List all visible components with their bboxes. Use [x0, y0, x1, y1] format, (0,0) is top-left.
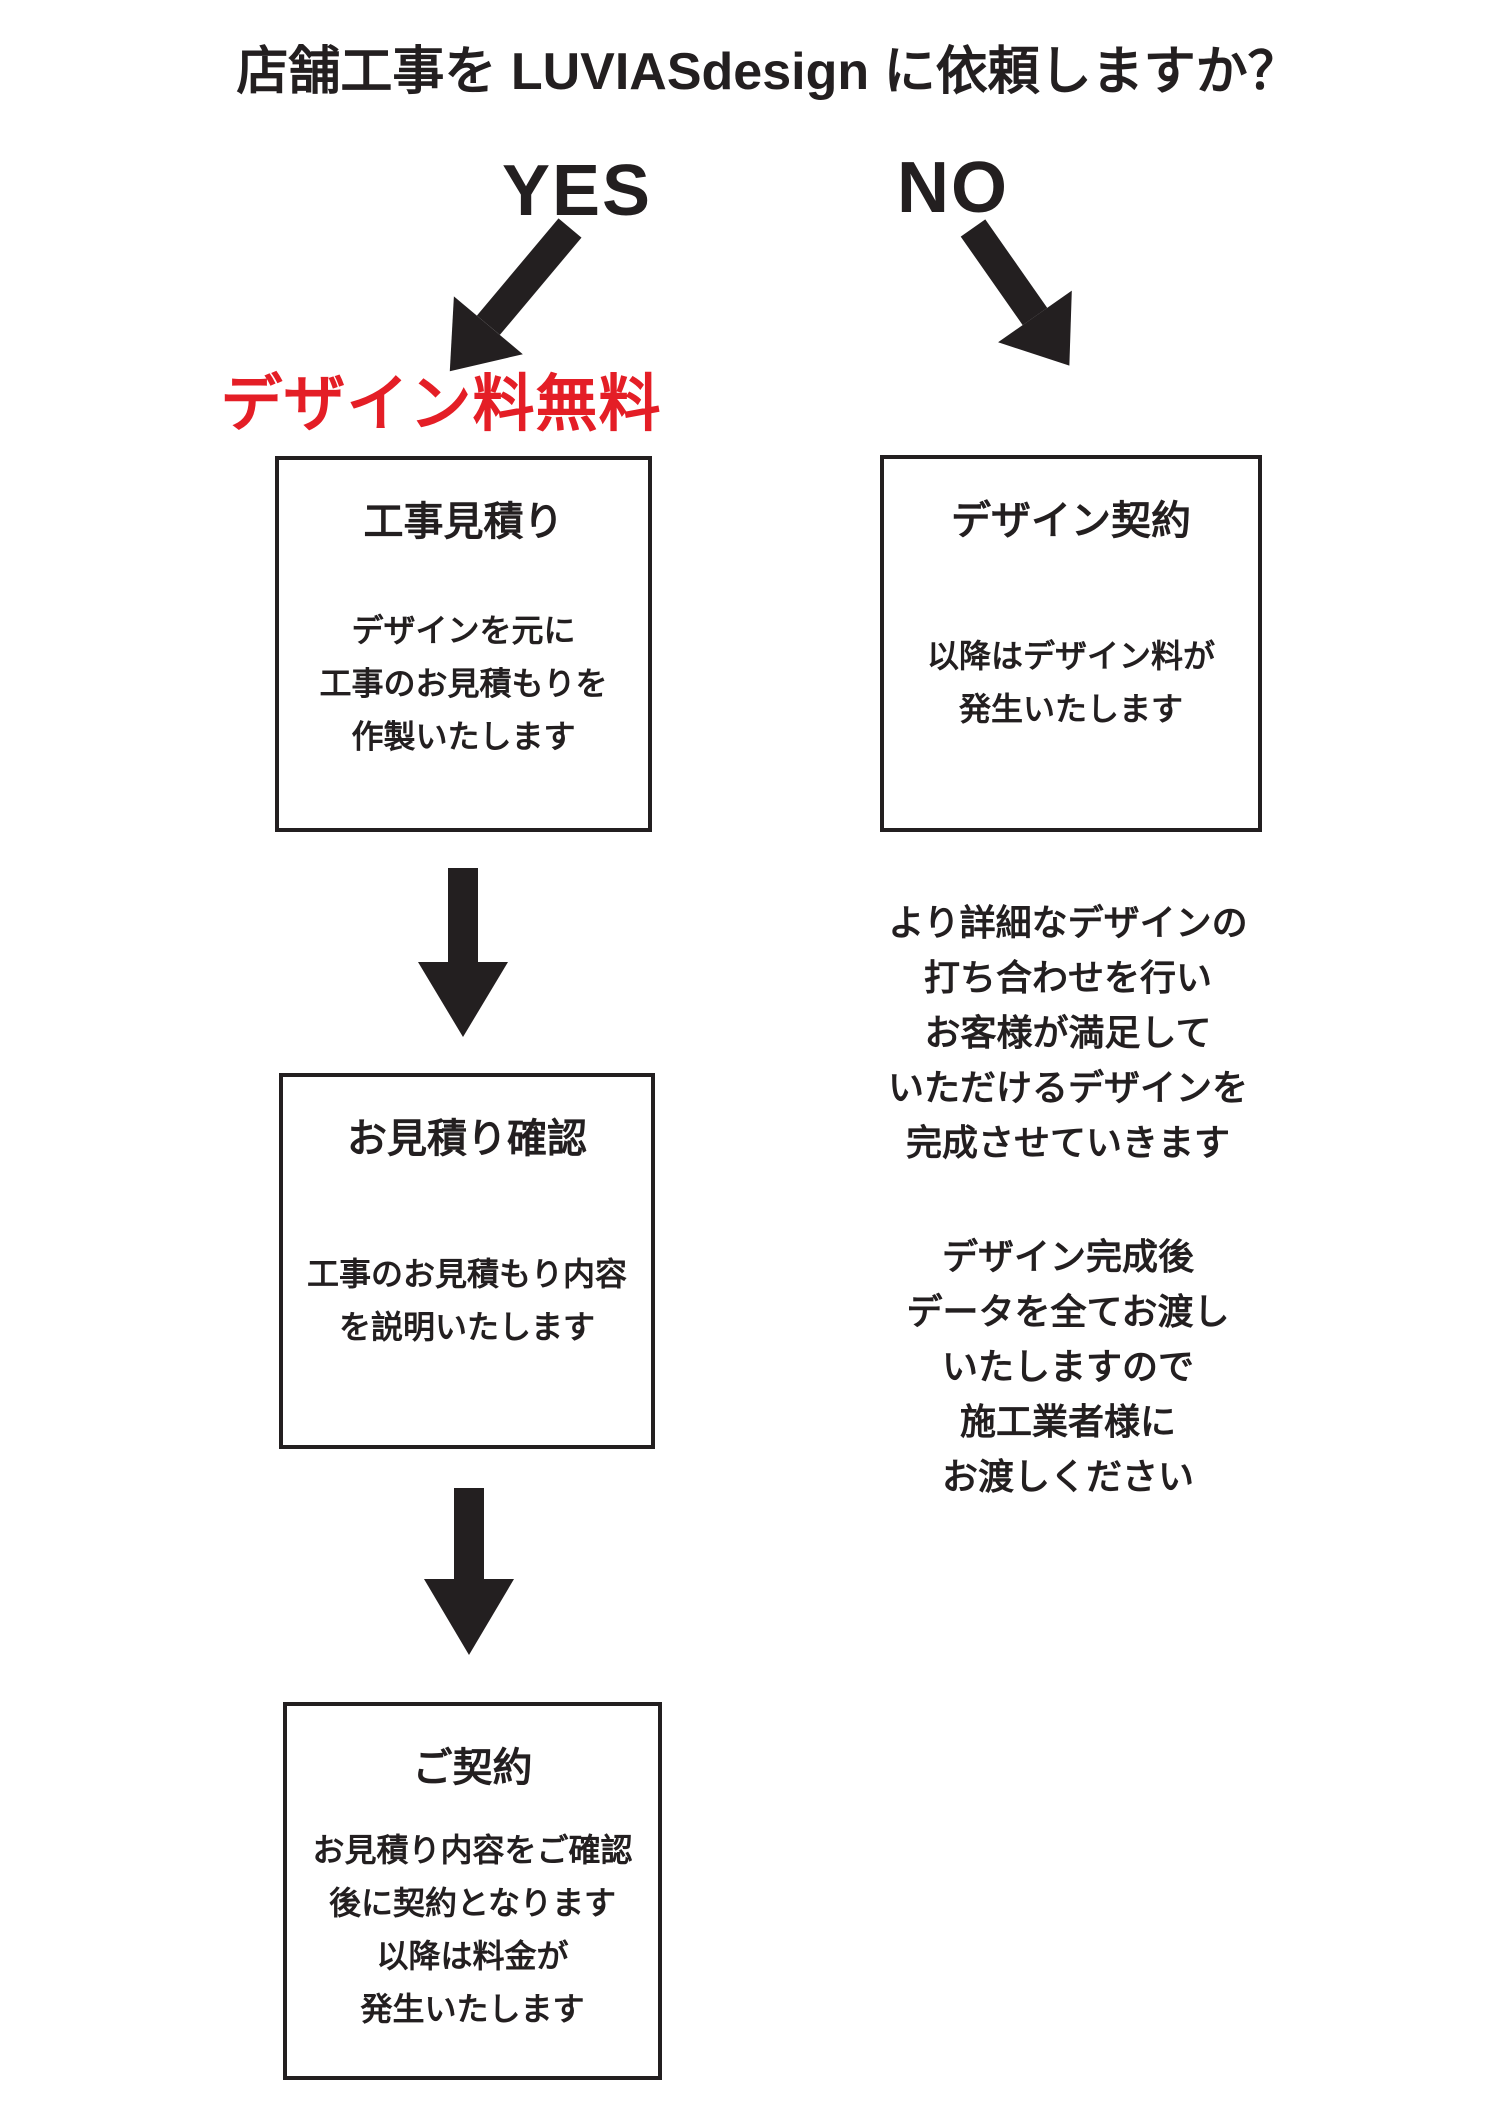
design-fee-free-banner: デザイン料無料 [220, 370, 662, 439]
step-box-design-contract: デザイン契約 以降はデザイン料が 発生いたします [880, 455, 1262, 832]
design-process-note: より詳細なデザインの 打ち合わせを行い お客様が満足して いただけるデザインを … [848, 895, 1288, 1170]
body-line: 以降はデザイン料が [926, 638, 1215, 674]
step-box-final-contract: ご契約 お見積り内容をご確認 後に契約となります 以降は料金が 発生いたします [283, 1702, 662, 2080]
flow-down-arrow-icon [418, 868, 508, 1037]
arrow-head [418, 962, 508, 1037]
note-line: 完成させていきます [905, 1122, 1230, 1163]
body-line: デザインを元に [351, 612, 576, 649]
body-line: 発生いたします [360, 1991, 585, 2027]
body-line: お見積り内容をご確認 [312, 1832, 633, 1868]
note-line: より詳細なデザインの [888, 902, 1248, 943]
arrow-shaft [448, 868, 478, 962]
body-line: 発生いたします [958, 691, 1183, 727]
step-box-title: ご契約 [412, 1746, 533, 1790]
step-box-title: デザイン契約 [951, 499, 1191, 543]
note-line: お渡しください [941, 1456, 1194, 1497]
note-line: 施工業者様に [959, 1401, 1176, 1442]
step-box-construction-estimate: 工事見積り デザインを元に 工事のお見積もりを 作製いたします [275, 456, 652, 832]
flow-down-arrow-icon [424, 1488, 514, 1655]
arrow-shaft [960, 219, 1048, 326]
body-line: 工事のお見積もり内容 [306, 1256, 627, 1292]
yes-label: YES [501, 151, 653, 231]
step-box-body: デザインを元に 工事のお見積もりを 作製いたします [279, 605, 648, 764]
body-line: 工事のお見積もりを [319, 665, 608, 702]
data-handover-note: デザイン完成後 データを全てお渡し いたしますので 施工業者様に お渡しください [848, 1229, 1288, 1504]
note-line: いたしますので [941, 1346, 1194, 1387]
step-box-title: お見積り確認 [347, 1117, 587, 1161]
arrow-shaft [476, 218, 582, 335]
note-line: 打ち合わせを行い [923, 957, 1212, 998]
step-box-title: 工事見積り [363, 500, 564, 544]
step-box-body: お見積り内容をご確認 後に契約となります 以降は料金が 発生いたします [287, 1824, 658, 2036]
no-arrow-icon [936, 202, 1107, 392]
body-line: 以降は料金が [376, 1938, 569, 1974]
step-box-estimate-confirmation: お見積り確認 工事のお見積もり内容 を説明いたします [279, 1073, 655, 1449]
note-line: お客様が満足して [924, 1012, 1212, 1053]
body-line: を説明いたします [338, 1309, 595, 1345]
note-line: デザイン完成後 [941, 1236, 1194, 1277]
body-line: 後に契約となります [328, 1885, 617, 1921]
arrow-shaft [454, 1488, 484, 1579]
body-line: 作製いたします [351, 718, 576, 755]
page-title: 店舗工事を LUVIASdesign に依頼しますか？ [236, 43, 1300, 101]
note-line: いただけるデザインを [887, 1067, 1248, 1108]
arrow-head [424, 1579, 514, 1655]
note-line: データを全てお渡し [906, 1291, 1230, 1332]
step-box-body: 以降はデザイン料が 発生いたします [884, 630, 1258, 736]
no-label: NO [897, 148, 1009, 228]
step-box-body: 工事のお見積もり内容 を説明いたします [283, 1248, 651, 1354]
